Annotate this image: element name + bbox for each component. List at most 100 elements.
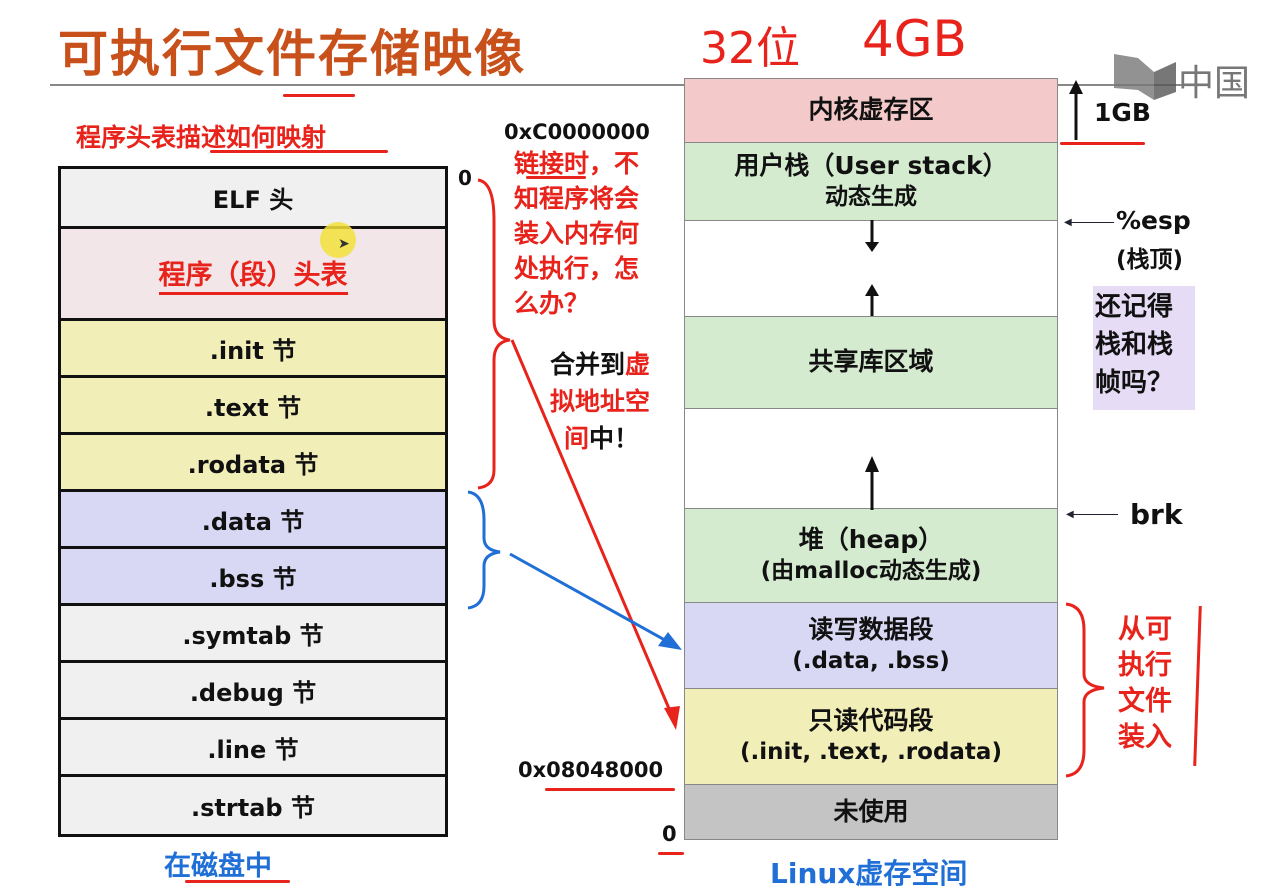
elf-section-row: .debug 节 [61, 663, 445, 720]
address-underline [545, 788, 675, 791]
kernel-size-underline [1060, 142, 1145, 145]
vm-region-row: 只读代码段(.init, .text, .rodata) [685, 689, 1057, 785]
stack-question-line: 栈和栈 [1095, 330, 1174, 360]
watermark-text: 中国 [1178, 63, 1251, 104]
mapping-arrows [467, 178, 682, 730]
data-brace [467, 490, 501, 610]
elf-section-row: .rodata 节 [61, 435, 445, 492]
vm-region-row: 共享库区域 [685, 317, 1057, 409]
elf-section-label: .symtab 节 [182, 621, 324, 650]
title-divider [50, 84, 1210, 86]
vm-region-row: 用户栈（User stack）动态生成 [685, 143, 1057, 221]
program-header-note: 程序头表描述如何映射 [76, 123, 327, 152]
red-arrow-head [664, 706, 680, 730]
vm-region-label: 内核虚存区 [808, 95, 934, 125]
elf-section-row: .init 节 [61, 321, 445, 378]
vm-region-label: 只读代码段 [808, 706, 934, 736]
vm-region-label: 用户栈（User stack） [734, 151, 1008, 181]
elf-section-label: 程序（段）头表 [158, 253, 348, 295]
growth-arrows [865, 220, 879, 510]
esp-sublabel: (栈顶) [1116, 247, 1184, 273]
vm-region-label: 未使用 [833, 796, 909, 826]
elf-section-label: .text 节 [204, 393, 302, 422]
elf-section-label: .line 节 [207, 735, 299, 764]
elf-section-label: .debug 节 [189, 678, 317, 707]
address-zero: 0 [662, 822, 677, 846]
brk-pointer-icon: ◀ [1066, 509, 1074, 520]
elf-section-row: .text 节 [61, 378, 445, 435]
load-note-line: 文件 [1118, 686, 1172, 717]
vm-region-sublabel: 动态生成 [825, 183, 917, 210]
esp-pointer-icon: ◀ [1064, 217, 1072, 228]
elf-section-row: .symtab 节 [61, 606, 445, 663]
vm-region-label: 堆（heap） [798, 525, 944, 555]
elf-section-row: .strtab 节 [61, 777, 445, 834]
load-brace [1065, 602, 1105, 778]
load-note-mark [1193, 605, 1202, 767]
stack-question-line: 帧吗？ [1095, 368, 1174, 398]
elf-section-row: .bss 节 [61, 549, 445, 606]
page-title: 可执行文件存储映像 [58, 25, 526, 83]
stack-question-note: 还记得栈和栈帧吗？ [1095, 288, 1173, 402]
merge-note-red-2: 拟地址空 [550, 387, 651, 416]
bits-annotation: 32位 [700, 23, 800, 74]
stack-question-box [1093, 286, 1195, 410]
elf-section-label: .rodata 节 [187, 450, 319, 479]
elf-section-label: .init 节 [209, 336, 297, 365]
kernel-size-arrow [1069, 80, 1083, 140]
link-question-line: 链接时，不 [514, 149, 640, 178]
vm-region-sublabel: (.data, .bss) [792, 647, 950, 674]
stack-question-line: 还记得 [1095, 292, 1174, 322]
title-underline [283, 94, 355, 97]
elf-section-row: .data 节 [61, 492, 445, 549]
vm-region-row: 内核虚存区 [685, 79, 1057, 143]
elf-section-label: .strtab 节 [191, 794, 315, 822]
merge-note-black-2: 中！ [589, 424, 640, 453]
merge-note-red-3: 间 [564, 424, 590, 453]
elf-offset-zero: 0 [458, 166, 472, 190]
blue-mapping-arrow [509, 552, 673, 646]
esp-label: %esp [1116, 206, 1191, 235]
elf-section-row: ELF 头 [61, 169, 445, 229]
vm-region-row: 堆（heap）(由malloc动态生成) [685, 509, 1057, 603]
book-logo-icon [1114, 54, 1176, 100]
elf-section-label: .bss 节 [209, 564, 297, 593]
load-note-line: 执行 [1118, 650, 1172, 681]
elf-caption: 在磁盘中 [164, 851, 272, 882]
link-question-note: 链接时，不知程序将会装入内存何处执行，怎么办？ [514, 146, 639, 321]
brk-label: brk [1130, 498, 1183, 531]
cursor-highlight [320, 222, 356, 258]
load-note: 从可执行文件装入 [1118, 612, 1178, 756]
elf-file-table: ELF 头程序（段）头表 .init 节 .text 节 .rodata 节 .data… [58, 166, 448, 837]
zero-underline [658, 852, 684, 855]
load-note-line: 从可 [1118, 614, 1172, 645]
esp-pointer-line [1066, 222, 1114, 223]
link-underline [526, 176, 586, 179]
vm-region-sublabel: (.init, .text, .rodata) [740, 738, 1002, 765]
vm-region-label: 共享库区域 [808, 347, 934, 377]
elf-section-row: .line 节 [61, 720, 445, 777]
watermark-logo: 中国 [1114, 52, 1261, 106]
vm-caption: Linux虚存空间 [770, 857, 968, 890]
blue-arrow-head [658, 632, 682, 650]
memory-annotation: 4GB [862, 10, 967, 68]
merge-note-red-1: 虚 [625, 350, 651, 379]
vm-region-sublabel: (由malloc动态生成) [760, 557, 982, 584]
address-text-start: 0x08048000 [518, 758, 664, 782]
vm-region-label: 读写数据段 [808, 615, 934, 645]
link-question-line: 处执行，怎 [514, 254, 640, 283]
red-mapping-arrow [510, 339, 678, 726]
address-kernel-start: 0xC0000000 [504, 120, 650, 144]
load-note-line: 装入 [1118, 722, 1172, 753]
vm-region-row: 读写数据段(.data, .bss) [685, 603, 1057, 689]
link-question-line: 装入内存何 [514, 219, 640, 248]
read-only-brace [477, 178, 511, 490]
kernel-size-label: 1GB [1094, 98, 1151, 127]
link-question-line: 知程序将会 [514, 184, 640, 213]
vm-region-row: 未使用 [685, 785, 1057, 839]
elf-section-label: ELF 头 [212, 186, 294, 214]
elf-section-label: .data 节 [201, 507, 305, 536]
elf-section-row: 程序（段）头表 [61, 229, 445, 321]
mouse-cursor-icon: ➤ [338, 236, 350, 252]
merge-note: 合并到虚 拟地址空 间中！ [550, 346, 690, 457]
